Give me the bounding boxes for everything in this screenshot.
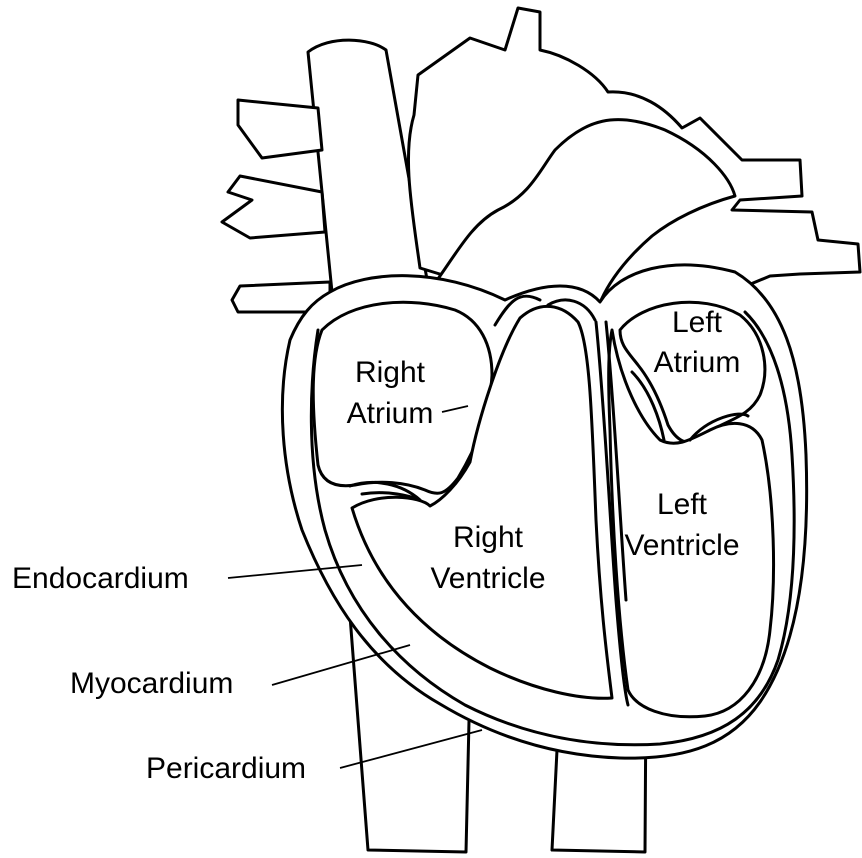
left-ventricle-label-line1: Left	[657, 488, 708, 521]
left-atrium-label-line1: Left	[672, 306, 723, 339]
right-atrium-label-line1: Right	[355, 356, 426, 389]
right-ventricle-label-line1: Right	[453, 521, 524, 554]
myocardium-label: Myocardium	[70, 667, 233, 700]
right-pulmonary-vein-upper	[238, 100, 322, 158]
right-pulmonary-vein-middle	[222, 176, 325, 238]
pericardium-label: Pericardium	[146, 752, 306, 785]
right-atrium-label-line2: Atrium	[347, 397, 434, 430]
left-atrium-label-line2: Atrium	[654, 346, 741, 379]
left-ventricle-label-line2: Ventricle	[624, 529, 739, 562]
right-ventricle-label-line2: Ventricle	[430, 562, 545, 595]
endocardium-label: Endocardium	[12, 562, 189, 595]
